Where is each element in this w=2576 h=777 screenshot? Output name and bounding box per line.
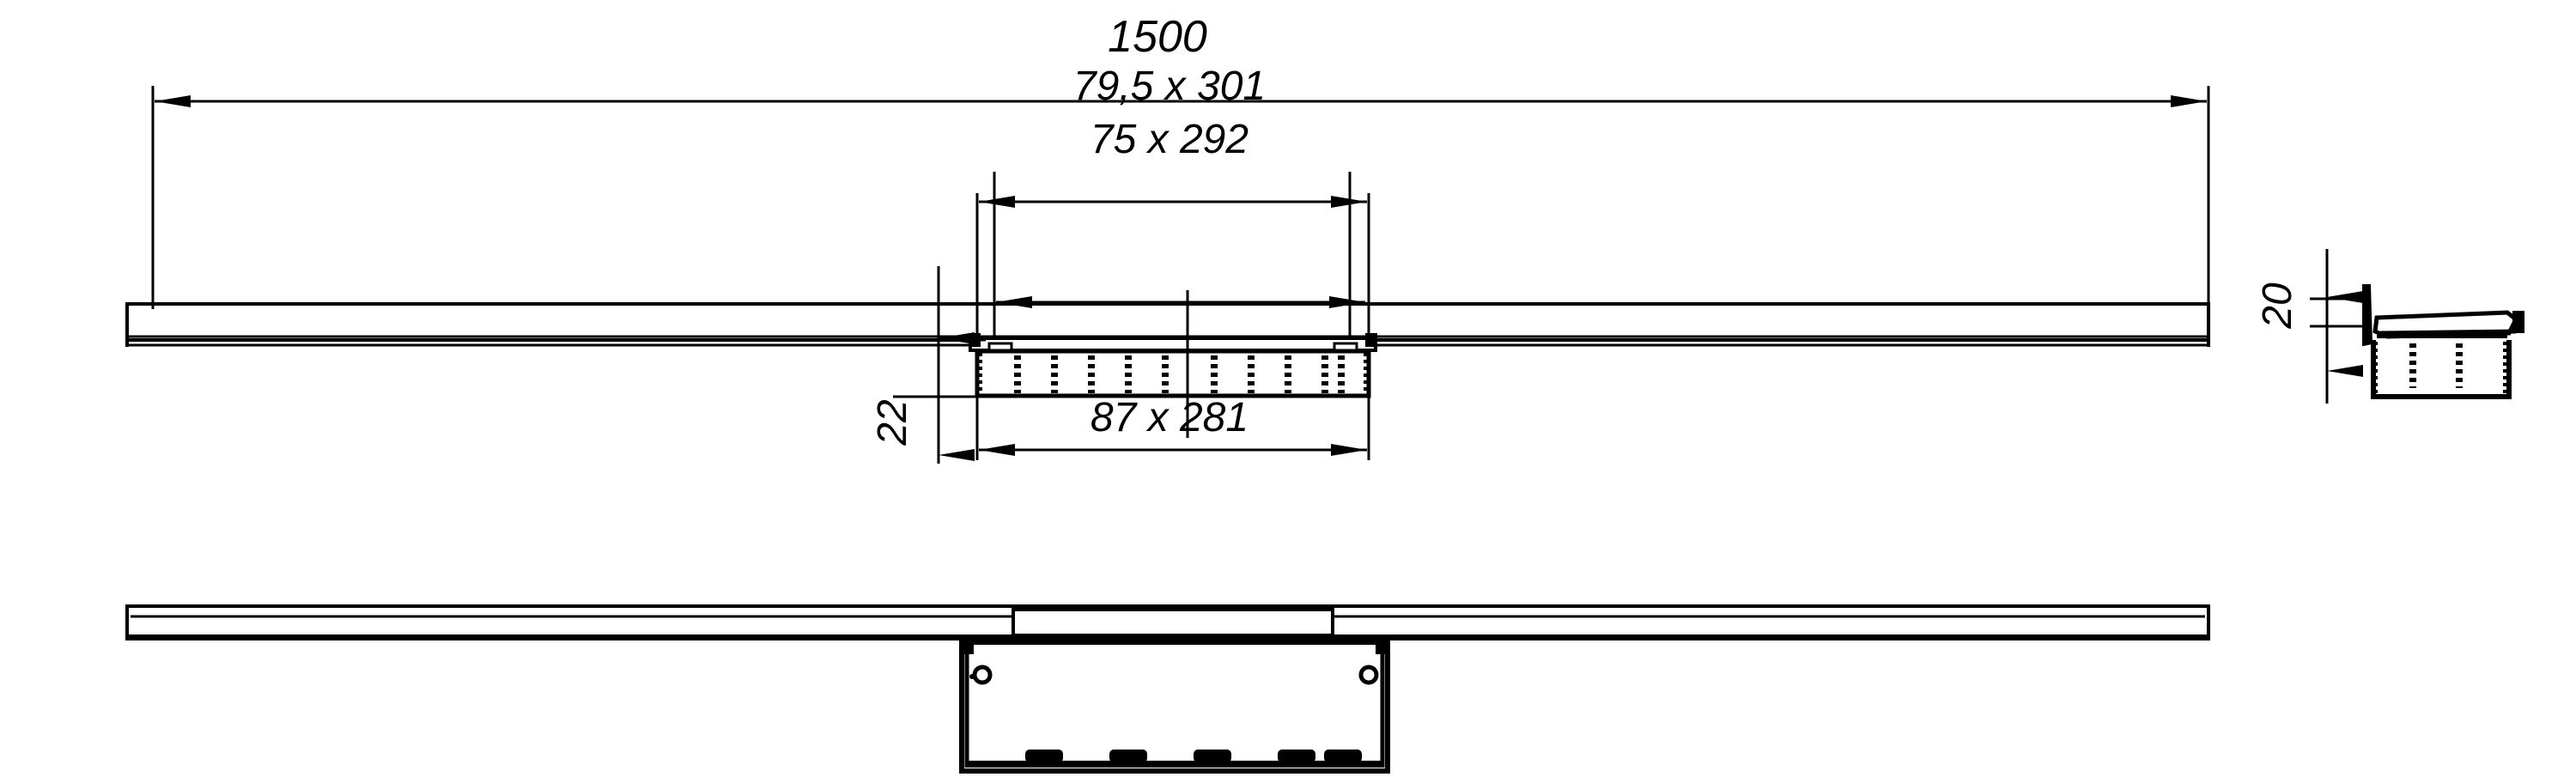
grate-slots [1014, 355, 1345, 393]
bottom-tab [1278, 750, 1315, 762]
dimension-depth-22: 22 [870, 266, 986, 464]
grate-right-end-block [1365, 333, 1377, 347]
top-view [125, 290, 2210, 438]
dim-label-grate-top: 75 x 292 [1091, 117, 1249, 162]
grate-body-outline [975, 349, 1371, 398]
mounting-hole [1358, 665, 1379, 685]
side-section-view: 20 [2255, 249, 2524, 404]
mounting-hole-marker [969, 674, 975, 679]
channel-body-outline [959, 640, 1390, 774]
bottom-tab [1194, 750, 1231, 762]
dimension-grate-top: 75 x 292 [993, 117, 1365, 340]
dimension-overall-length: 1500 [151, 12, 2210, 309]
profile-bar-top [125, 302, 2210, 347]
section-upstand-flange [2362, 284, 2373, 347]
channel-left-corner-block [960, 639, 974, 654]
bottom-view [125, 604, 2210, 774]
grate-detail [969, 290, 1377, 438]
channel-top-flange [1012, 608, 1334, 637]
dim-label-depth-22: 22 [870, 399, 915, 446]
bottom-tab [1109, 750, 1147, 762]
bottom-tab [1025, 750, 1063, 762]
section-channel-body [2371, 340, 2512, 399]
profile-bar-outline [125, 302, 2210, 342]
dim-label-height-20: 20 [2255, 282, 2300, 330]
dimension-outer-opening: 79,5 x 301 [975, 64, 1370, 347]
section-grate-right-edge [2512, 311, 2524, 333]
dim-label-body-width: 87 x 281 [1091, 395, 1249, 440]
channel-body-bottom [959, 608, 1390, 774]
dimension-body-width: 87 x 281 [975, 395, 1370, 460]
channel-right-corner-block [1376, 639, 1389, 654]
mounting-hole [972, 665, 993, 685]
grate-frame-lip [969, 337, 1377, 352]
dim-label-outer-opening: 79,5 x 301 [1073, 64, 1266, 109]
dim-label-overall-length: 1500 [1108, 12, 1207, 62]
section-grate-underline [2379, 329, 2517, 336]
bottom-tab [1324, 750, 1362, 762]
bottom-tabs [1025, 750, 1362, 762]
dimension-height-20: 20 [2255, 258, 2370, 377]
